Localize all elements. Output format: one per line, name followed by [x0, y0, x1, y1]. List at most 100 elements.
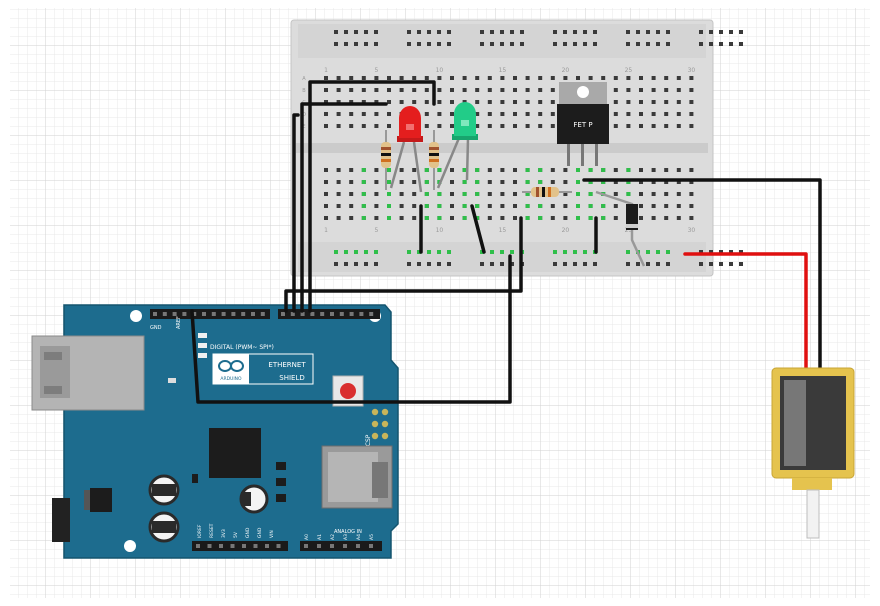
- breadboard-hole: [450, 76, 454, 80]
- header-pin: [339, 312, 344, 316]
- breadboard-hole: [387, 88, 391, 92]
- header-left: [150, 309, 270, 319]
- breadboard-hole: [475, 112, 480, 116]
- header-right: [278, 309, 380, 319]
- header-pin: [356, 544, 360, 548]
- header-pin: [242, 544, 246, 548]
- breadboard-hole: [639, 216, 643, 220]
- breadboard-hole: [424, 76, 429, 80]
- breadboard-hole: [676, 216, 681, 220]
- rail-hole: [646, 42, 650, 46]
- header-pin: [230, 544, 235, 548]
- breadboard-hole: [349, 204, 354, 208]
- rail-hole: [646, 30, 650, 34]
- breadboard-hole: [563, 192, 568, 196]
- connected-hole: [563, 250, 567, 254]
- rail-hole: [719, 262, 723, 266]
- connected-hole: [387, 180, 391, 184]
- connected-hole: [576, 168, 580, 172]
- breadboard-hole: [613, 204, 618, 208]
- breadboard-hole: [324, 192, 328, 196]
- connected-hole: [646, 250, 650, 254]
- breadboard-hole: [500, 216, 505, 220]
- connected-hole: [480, 250, 484, 254]
- rail-hole: [417, 42, 421, 46]
- breadboard-hole: [324, 88, 328, 92]
- breadboard-hole: [689, 216, 694, 220]
- breadboard-hole: [576, 76, 580, 80]
- rail-hole: [407, 262, 411, 266]
- breadboard-hole: [324, 112, 328, 116]
- breadboard-hole: [437, 76, 442, 80]
- connected-hole: [583, 250, 587, 254]
- breadboard-hole: [563, 180, 568, 184]
- jumper-wire: [470, 204, 486, 254]
- connected-hole: [573, 250, 577, 254]
- column-number: 5: [374, 67, 378, 74]
- row-label: E: [302, 124, 305, 130]
- breadboard-hole: [349, 76, 354, 80]
- rail-hole: [656, 262, 660, 266]
- connected-hole: [361, 216, 366, 220]
- breadboard-hole: [676, 88, 681, 92]
- wire-fet-gate: [284, 216, 523, 313]
- header-pin: [211, 312, 216, 316]
- rail-hole: [374, 262, 378, 266]
- breadboard-hole: [500, 124, 505, 128]
- breadboard-hole: [487, 88, 492, 92]
- breadboard-hole: [639, 112, 643, 116]
- breadboard-hole: [475, 88, 480, 92]
- connected-hole: [424, 168, 429, 172]
- rail-hole: [344, 262, 348, 266]
- wire-pin-led-red: [300, 102, 388, 313]
- header-pin: [196, 544, 200, 548]
- breadboard-hole: [513, 112, 517, 116]
- status-led: [198, 343, 207, 348]
- breadboard-hole: [550, 112, 555, 116]
- rail-hole: [490, 42, 494, 46]
- column-number: 10: [436, 67, 444, 74]
- breadboard-hole: [336, 88, 341, 92]
- connected-hole: [437, 250, 441, 254]
- breadboard-hole: [664, 192, 669, 196]
- breadboard-hole: [450, 124, 454, 128]
- rail-hole: [417, 262, 421, 266]
- rail-hole: [354, 30, 358, 34]
- breadboard-hole: [437, 100, 442, 104]
- smd-part: [276, 494, 286, 502]
- breadboard-hole: [651, 100, 656, 104]
- breadboard-hole: [412, 204, 417, 208]
- connected-hole: [462, 180, 467, 184]
- rail-hole: [417, 30, 421, 34]
- connected-hole: [525, 192, 530, 196]
- breadboard-hole: [676, 112, 681, 116]
- rail-hole: [729, 42, 733, 46]
- breadboard-hole: [651, 76, 656, 80]
- connected-hole: [424, 192, 429, 196]
- breadboard-hole: [563, 216, 568, 220]
- breadboard-hole: [676, 100, 681, 104]
- breadboard-hole: [651, 192, 656, 196]
- breadboard-hole: [550, 168, 555, 172]
- breadboard-hole: [639, 76, 643, 80]
- breadboard-hole: [349, 112, 354, 116]
- connected-hole: [475, 216, 480, 220]
- breadboard-hole: [588, 76, 593, 80]
- rail-hole: [500, 30, 504, 34]
- breadboard-hole: [500, 112, 505, 116]
- rail-hole: [719, 30, 723, 34]
- breadboard-hole: [324, 216, 328, 220]
- breadboard-hole: [500, 76, 505, 80]
- breadboard-hole: [639, 168, 643, 172]
- rail-hole: [573, 30, 577, 34]
- rail-hole: [699, 262, 703, 266]
- breadboard-hole: [412, 180, 417, 184]
- breadboard-hole: [374, 192, 379, 196]
- header-pin: [343, 544, 347, 548]
- breadboard-hole: [336, 216, 341, 220]
- icsp-pin: [371, 432, 379, 440]
- breadboard-hole: [374, 216, 379, 220]
- breadboard-hole: [462, 88, 467, 92]
